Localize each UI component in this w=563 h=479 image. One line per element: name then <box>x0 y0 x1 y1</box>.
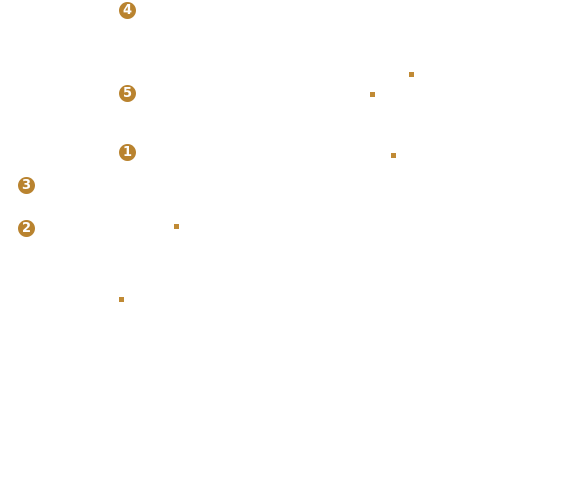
marker-square <box>409 72 414 77</box>
marker-square <box>174 224 179 229</box>
callout-badge-4: 4 <box>119 2 136 19</box>
callout-badge-5: 5 <box>119 85 136 102</box>
callout-badge-2: 2 <box>18 220 35 237</box>
marker-square <box>119 297 124 302</box>
marker-square <box>370 92 375 97</box>
marker-square <box>391 153 396 158</box>
callout-badge-1: 1 <box>119 144 136 161</box>
callout-badge-3: 3 <box>18 177 35 194</box>
